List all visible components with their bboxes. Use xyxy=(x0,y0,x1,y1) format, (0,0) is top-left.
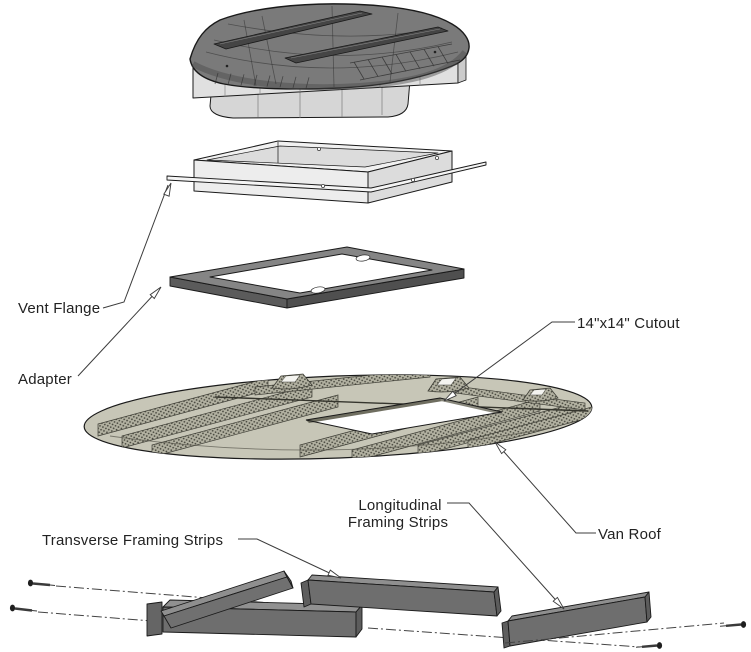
dome-side-struts xyxy=(349,43,461,81)
vent-dome-lid xyxy=(189,3,470,91)
label-cutout: 14"x14" Cutout xyxy=(577,315,680,332)
arrowhead xyxy=(149,286,162,300)
label-longitudinal-line2: Framing Strips xyxy=(348,514,448,531)
centerline xyxy=(367,627,641,648)
centerline xyxy=(504,622,725,644)
label-longitudinal-line1: Longitudinal xyxy=(358,497,441,514)
framing-strip-longitudinal-right xyxy=(501,591,652,649)
roof-bumps xyxy=(271,373,559,402)
screw xyxy=(719,621,747,628)
screw xyxy=(27,579,56,587)
flange-holes xyxy=(316,146,439,188)
framing-strip-transverse-upper xyxy=(160,570,294,629)
screw xyxy=(9,604,38,612)
roof-cutout xyxy=(305,397,503,435)
leader-adapter xyxy=(77,289,159,377)
screw xyxy=(635,642,663,649)
label-adapter: Adapter xyxy=(18,371,72,388)
arrowhead xyxy=(552,596,565,610)
leader-longitudinal xyxy=(447,502,563,608)
leader-transverse xyxy=(238,538,339,578)
arrowhead xyxy=(494,441,507,455)
arrowhead xyxy=(327,569,342,579)
dome-vent-ticks xyxy=(214,72,310,89)
leader-cutout xyxy=(446,321,575,400)
centerline xyxy=(55,585,336,609)
leader-vent-flange xyxy=(102,184,169,309)
vent-flange-part xyxy=(166,140,487,204)
flange-plate xyxy=(166,161,487,193)
vent-fan-unit xyxy=(189,3,470,119)
van-roof-part xyxy=(83,368,593,463)
label-transverse: Transverse Framing Strips xyxy=(42,532,223,549)
label-van-roof: Van Roof xyxy=(598,526,662,543)
label-vent-flange: Vent Flange xyxy=(18,300,100,317)
framing-strip-longitudinal-center xyxy=(300,574,502,617)
arrowhead xyxy=(443,390,457,402)
dome-rails xyxy=(213,10,449,64)
leader-van-roof xyxy=(496,443,596,534)
arrowhead xyxy=(163,182,172,197)
adapter-part xyxy=(169,246,465,309)
